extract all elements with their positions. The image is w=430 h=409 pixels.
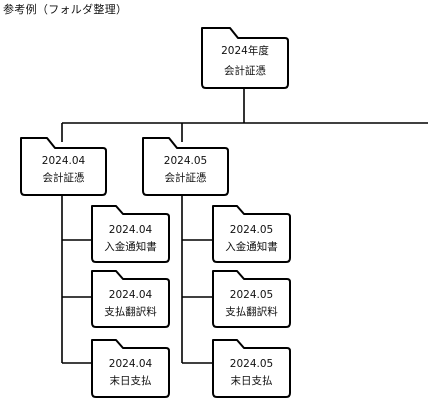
folder-apr-payment-name: 支払翻訳料 [104, 306, 157, 318]
folder-may[interactable]: 2024.05 会計証憑 [143, 153, 228, 187]
folder-may-month-end[interactable]: 2024.05 末日支払 [213, 356, 290, 390]
folder-apr-name: 会計証憑 [42, 172, 85, 184]
folder-icon-apr [20, 137, 107, 196]
folder-icon-may-deposit [212, 205, 291, 263]
folder-may-deposit-year: 2024.05 [229, 224, 274, 236]
folder-apr[interactable]: 2024.04 会計証憑 [21, 153, 106, 187]
folder-may-month-end-year: 2024.05 [229, 358, 274, 370]
folder-icon-may [142, 137, 229, 196]
folder-may-payment-name: 支払翻訳料 [225, 306, 278, 318]
folder-root[interactable]: 2024年度 会計証憑 [202, 43, 288, 80]
folder-may-name: 会計証憑 [164, 172, 207, 184]
folder-may-payment[interactable]: 2024.05 支払翻訳料 [213, 287, 290, 321]
folder-apr-deposit-name: 入金通知書 [104, 241, 157, 253]
folder-apr-month-end[interactable]: 2024.04 末日支払 [92, 356, 169, 390]
folder-may-month-end-name: 末日支払 [230, 375, 273, 387]
folder-apr-payment-year: 2024.04 [108, 289, 153, 301]
folder-apr-month-end-name: 末日支払 [109, 375, 152, 387]
folder-apr-year: 2024.04 [41, 155, 86, 167]
folder-apr-month-end-year: 2024.04 [108, 358, 153, 370]
folder-root-year: 2024年度 [221, 45, 269, 57]
folder-icon-root [201, 27, 289, 89]
folder-apr-deposit[interactable]: 2024.04 入金通知書 [92, 222, 169, 256]
folder-apr-payment[interactable]: 2024.04 支払翻訳料 [92, 287, 169, 321]
folder-may-year: 2024.05 [163, 155, 208, 167]
folder-icon-may-month-end [212, 339, 291, 398]
folder-root-name: 会計証憑 [224, 65, 266, 77]
folder-icon-apr-payment [91, 270, 170, 328]
folder-may-deposit[interactable]: 2024.05 入金通知書 [213, 222, 290, 256]
folder-may-deposit-name: 入金通知書 [225, 241, 278, 253]
folder-icon-apr-month-end [91, 339, 170, 398]
folder-icon-apr-deposit [91, 205, 170, 263]
folder-icon-may-payment [212, 270, 291, 328]
folder-may-payment-year: 2024.05 [229, 289, 274, 301]
diagram-caption: 参考例（フォルダ整理） [3, 3, 128, 16]
folder-apr-deposit-year: 2024.04 [108, 224, 153, 236]
